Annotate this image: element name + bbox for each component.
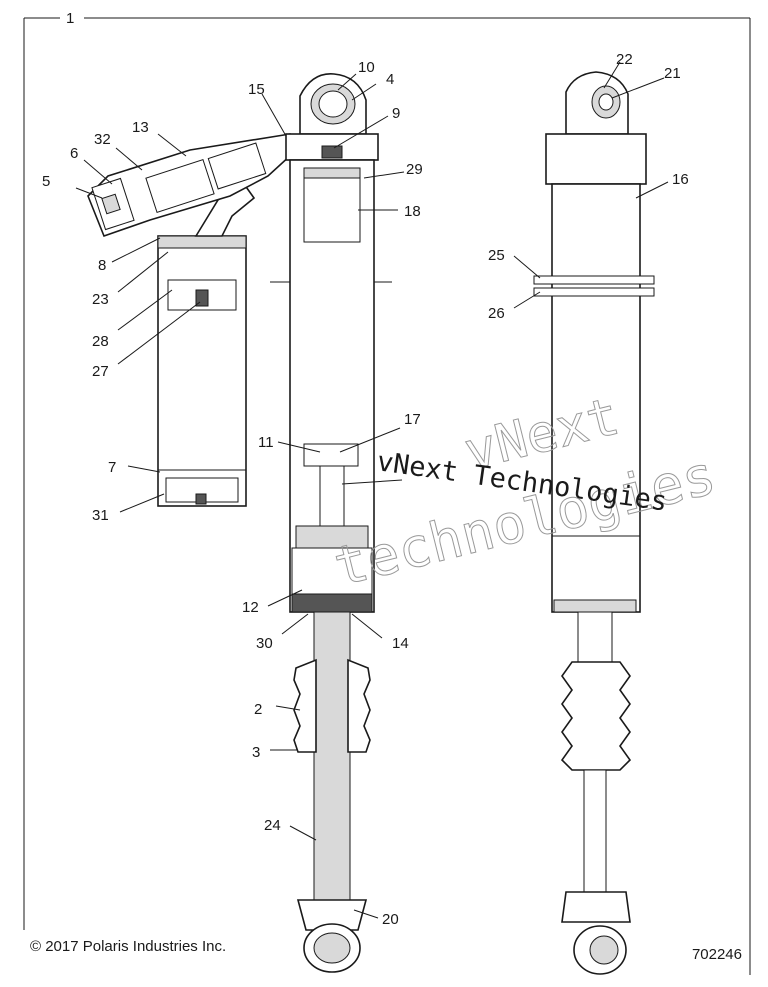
callout-17: 17 — [404, 411, 421, 428]
callout-labels: 1 2 3 4 5 6 7 8 9 10 11 12 13 14 15 16 1… — [42, 10, 689, 928]
drawing-number: 702246 — [691, 946, 742, 963]
callout-4: 4 — [386, 71, 394, 88]
callout-21: 21 — [664, 65, 681, 82]
callout-29: 29 — [406, 161, 423, 178]
callout-27: 27 — [92, 363, 109, 380]
callout-23: 23 — [92, 291, 109, 308]
copyright-text: © 2017 Polaris Industries Inc. — [30, 938, 227, 955]
compression-adjuster — [87, 133, 293, 238]
callout-24: 24 — [264, 817, 281, 834]
callout-2: 2 — [254, 701, 262, 718]
callout-3: 3 — [252, 744, 260, 761]
callout-5: 5 — [42, 173, 50, 190]
callout-10: 10 — [358, 59, 375, 76]
callout-18: 18 — [404, 203, 421, 220]
leader-lines — [75, 61, 669, 919]
callout-7: 7 — [108, 459, 116, 476]
callout-11: 11 — [258, 434, 274, 451]
reservoir-assembly — [157, 182, 256, 507]
callout-31: 31 — [92, 507, 109, 524]
shock-body-cutaway — [270, 73, 392, 613]
assembled-shock — [533, 71, 655, 975]
callout-13: 13 — [132, 119, 149, 136]
callout-16: 16 — [672, 171, 689, 188]
diagram-frame — [23, 17, 751, 975]
callout-9: 9 — [392, 105, 400, 122]
callout-25: 25 — [488, 247, 505, 264]
callout-12: 12 — [242, 599, 259, 616]
callout-6: 6 — [70, 145, 78, 162]
callout-30: 30 — [256, 635, 273, 652]
callout-14: 14 — [392, 635, 409, 652]
callout-22: 22 — [616, 51, 633, 68]
callout-28: 28 — [92, 333, 109, 350]
callout-26: 26 — [488, 305, 505, 322]
watermark: vNext technologies vNext Technologies — [327, 386, 722, 599]
shaft-assembly — [293, 611, 371, 973]
callout-20: 20 — [382, 911, 399, 928]
callout-8: 8 — [98, 257, 106, 274]
callout-32: 32 — [94, 131, 111, 148]
callout-1: 1 — [66, 10, 74, 27]
callout-15: 15 — [248, 81, 265, 98]
